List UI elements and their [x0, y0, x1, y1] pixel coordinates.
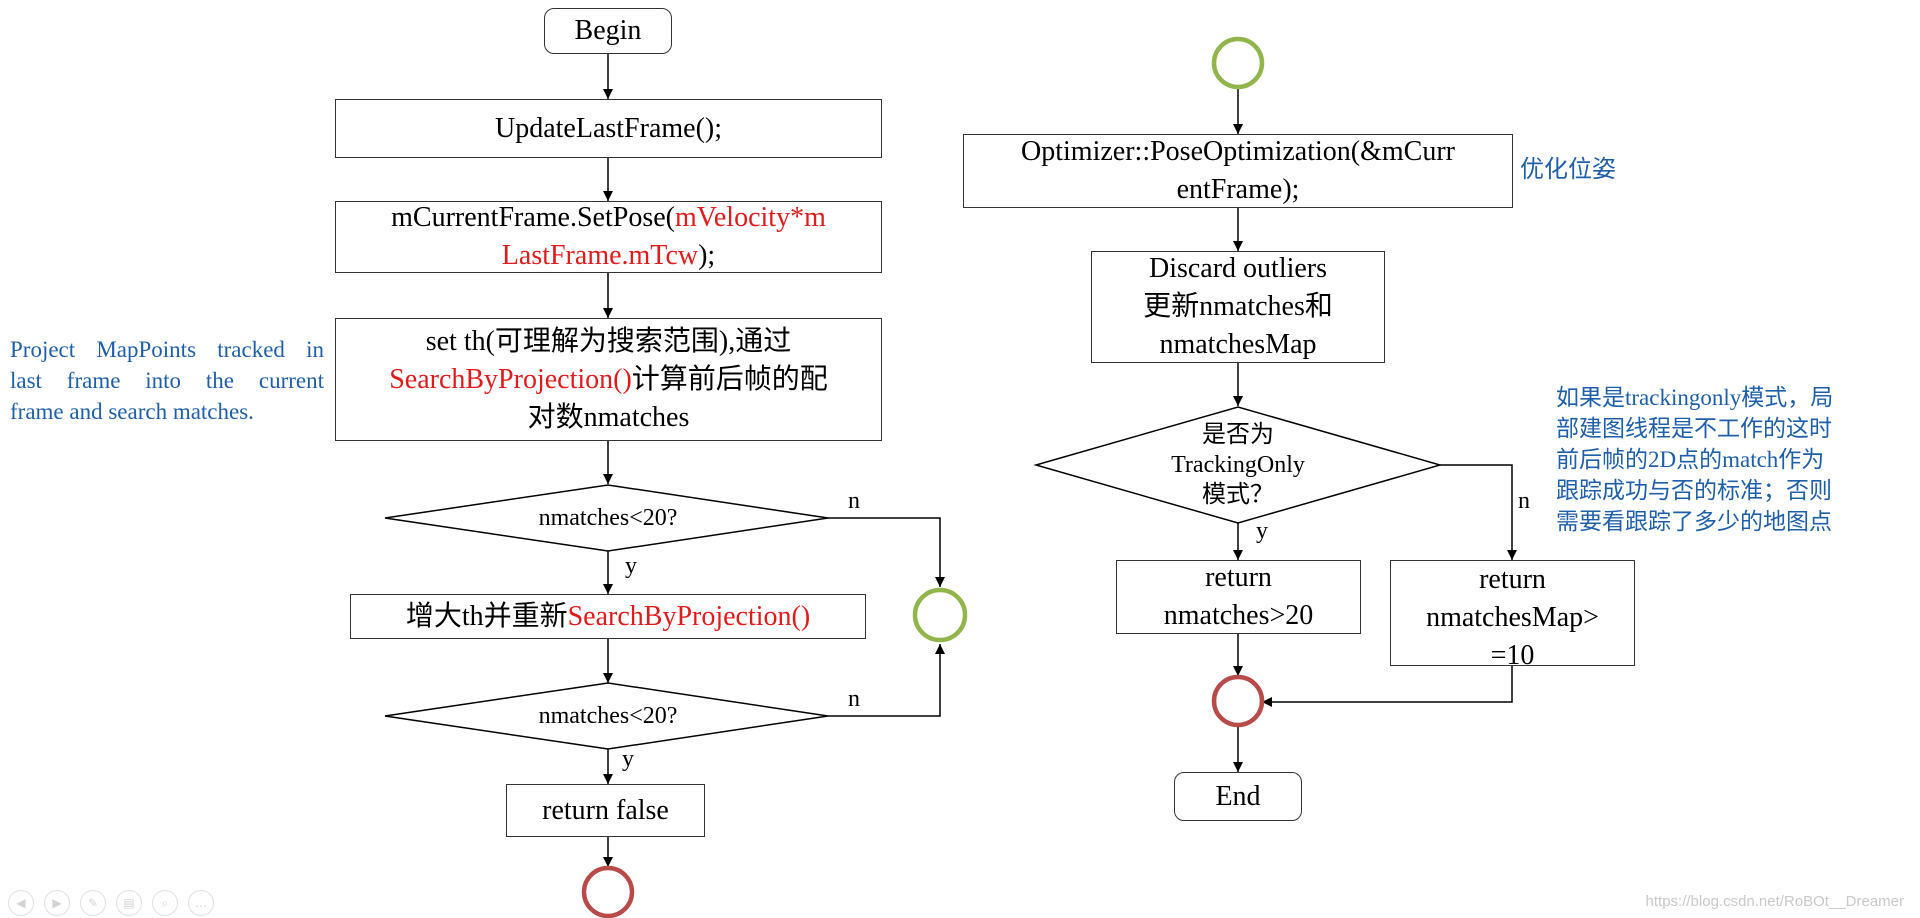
- connector-circle-bottom-left: [581, 865, 635, 918]
- condition-2-label: nmatches<20?: [538, 703, 678, 729]
- arrow-cond2-n: [828, 644, 945, 717]
- next-icon[interactable]: ▶: [44, 890, 70, 916]
- slide-toolbar: ◀ ▶ ✎ ▤ ⌕ …: [8, 890, 214, 916]
- zoom-icon[interactable]: ⌕: [152, 890, 178, 916]
- begin-label: Begin: [574, 15, 642, 46]
- return-false-box: return false: [506, 784, 705, 837]
- yes-label-1: y: [625, 553, 637, 579]
- enlarge-th-box: 增大th并重新SearchByProjection(): [350, 594, 866, 639]
- arrow-ret2-connector: [1262, 666, 1513, 707]
- yes-label-2: y: [622, 746, 634, 772]
- end-node: End: [1174, 772, 1302, 821]
- update-last-frame-box: UpdateLastFrame();: [335, 99, 882, 158]
- connector-circle-merge: [1211, 674, 1265, 728]
- no-label-2: n: [848, 686, 860, 712]
- no-label-tracking: n: [1518, 488, 1530, 514]
- begin-node: Begin: [544, 8, 672, 54]
- pen-icon[interactable]: ✎: [80, 890, 106, 916]
- more-icon[interactable]: …: [188, 890, 214, 916]
- update-label: UpdateLastFrame();: [494, 112, 723, 144]
- connector-circle-left: [912, 587, 968, 643]
- watermark: https://blog.csdn.net/RoBOt__Dreamer: [1645, 893, 1904, 910]
- slides-icon[interactable]: ▤: [116, 890, 142, 916]
- decision-diamond-1: [384, 484, 829, 552]
- no-label-1: n: [848, 488, 860, 514]
- decision-diamond-2: [384, 682, 829, 750]
- return-false-label: return false: [542, 794, 669, 826]
- note-tracking-only-explanation: 如果是trackingonly模式，局 部建图线程是不工作的这时 前后帧的2D点…: [1556, 385, 1834, 534]
- end-label: End: [1215, 780, 1261, 812]
- yes-label-tracking: y: [1256, 518, 1268, 544]
- note-optimize-pose: 优化位姿: [1520, 157, 1616, 183]
- arrow-cond1-n: [828, 517, 945, 587]
- enlarge-th-text: 增大th并重新SearchByProjection(): [405, 600, 811, 632]
- connector-circle-top-right: [1211, 36, 1265, 90]
- arrow-decision-ret2: [1440, 464, 1517, 560]
- decision-diamond-trackingonly: [1033, 406, 1443, 524]
- condition-1-label: nmatches<20?: [538, 505, 678, 531]
- note-project-mappoints: Project MapPoints tracked in last frame …: [10, 337, 324, 424]
- previous-icon[interactable]: ◀: [8, 890, 34, 916]
